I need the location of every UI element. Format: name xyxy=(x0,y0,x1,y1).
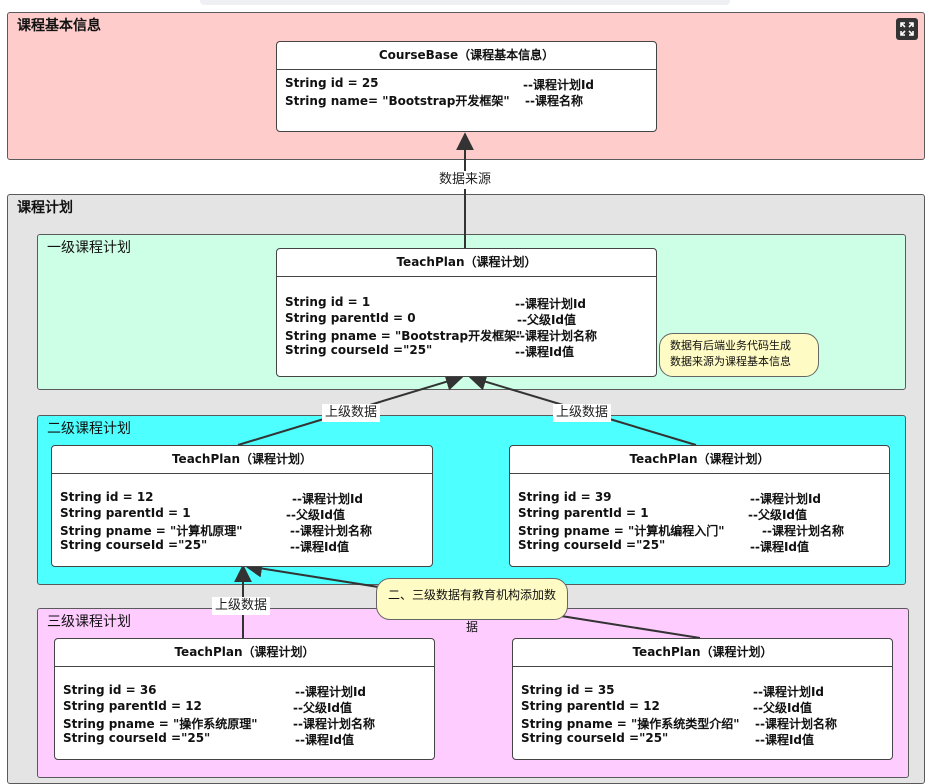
edge-label-parent-l3: 上级数据 xyxy=(212,597,271,615)
field-row: String parentId = 0--父级Id值 xyxy=(285,311,577,327)
class-teachplan-l2a-title: TeachPlan（课程计划） xyxy=(52,446,432,474)
field-row: String pname = "计算机原理"--课程计划名称 xyxy=(60,524,372,538)
edge-label-source: 数据来源 xyxy=(436,171,495,189)
package-course-plan-title: 课程计划 xyxy=(17,200,73,216)
expand-icon xyxy=(900,22,914,36)
field-row: String courseId ="25"--课程Id值 xyxy=(285,343,575,359)
expand-button[interactable] xyxy=(896,18,918,40)
class-teachplan-l1-title: TeachPlan（课程计划） xyxy=(277,249,656,277)
note-institution-added: 二、三级数据有教育机构添加数据 xyxy=(376,578,568,634)
field-row: String parentId = 1--父级Id值 xyxy=(60,506,346,522)
note-backend-line2: 数据来源为课程基本信息 xyxy=(670,355,791,368)
class-teachplan-l2b: TeachPlan（课程计划） String id = 39--课程计划Id S… xyxy=(509,445,890,567)
class-teachplan-l3a: TeachPlan（课程计划） String id = 36--课程计划Id S… xyxy=(54,638,435,760)
field-row: String pname = "计算机编程入门"--课程计划名称 xyxy=(518,524,844,538)
class-teachplan-l3b: TeachPlan（课程计划） String id = 35--课程计划Id S… xyxy=(512,638,893,760)
edge-label-parent-left: 上级数据 xyxy=(322,404,381,422)
top-edge xyxy=(200,0,730,5)
field-row: String id = 36--课程计划Id xyxy=(63,683,367,699)
field-row: String pname = "操作系统原理"--课程计划名称 xyxy=(63,717,375,731)
field-row: String parentId = 1--父级Id值 xyxy=(518,506,808,522)
note-institution-text: 二、三级数据有教育机构添加数据 xyxy=(387,588,556,634)
class-teachplan-l3b-title: TeachPlan（课程计划） xyxy=(513,639,892,667)
field-row: String id = 35--课程计划Id xyxy=(521,683,825,699)
field-row: String id = 25--课程计划Id xyxy=(285,76,595,92)
field-row: String pname = "Bootstrap开发框架"--课程计划名称 xyxy=(285,329,597,343)
class-teachplan-l3a-title: TeachPlan（课程计划） xyxy=(55,639,434,667)
class-coursebase-title: CourseBase（课程基本信息） xyxy=(277,42,656,70)
class-teachplan-l2b-title: TeachPlan（课程计划） xyxy=(510,446,889,474)
class-teachplan-l1: TeachPlan（课程计划） String id = 1--课程计划Id St… xyxy=(276,248,657,377)
field-row: String parentId = 12--父级Id值 xyxy=(63,699,353,715)
field-row: String courseId ="25"--课程Id值 xyxy=(63,731,355,747)
field-row: String name= "Bootstrap开发框架"--课程名称 xyxy=(285,94,583,108)
package-level2-title: 二级课程计划 xyxy=(47,421,131,437)
package-level3-title: 三级课程计划 xyxy=(47,614,131,630)
field-row: String courseId ="25"--课程Id值 xyxy=(521,731,815,747)
field-row: String courseId ="25"--课程Id值 xyxy=(518,538,810,554)
package-course-base-title: 课程基本信息 xyxy=(17,18,101,34)
note-backend-generated: 数据有后端业务代码生成 数据来源为课程基本信息 xyxy=(659,333,819,377)
field-row: String id = 1--课程计划Id xyxy=(285,295,587,311)
field-row: String parentId = 12--父级Id值 xyxy=(521,699,813,715)
class-coursebase: CourseBase（课程基本信息） String id = 25--课程计划I… xyxy=(276,41,657,132)
edge-label-parent-right: 上级数据 xyxy=(553,404,612,422)
package-level1-title: 一级课程计划 xyxy=(47,240,131,256)
field-row: String courseId ="25"--课程Id值 xyxy=(60,538,350,554)
field-row: String id = 39--课程计划Id xyxy=(518,490,822,506)
field-row: String pname = "操作系统类型介绍"--课程计划名称 xyxy=(521,717,837,731)
class-teachplan-l2a: TeachPlan（课程计划） String id = 12--课程计划Id S… xyxy=(51,445,433,567)
field-row: String id = 12--课程计划Id xyxy=(60,490,364,506)
note-backend-line1: 数据有后端业务代码生成 xyxy=(670,339,791,352)
